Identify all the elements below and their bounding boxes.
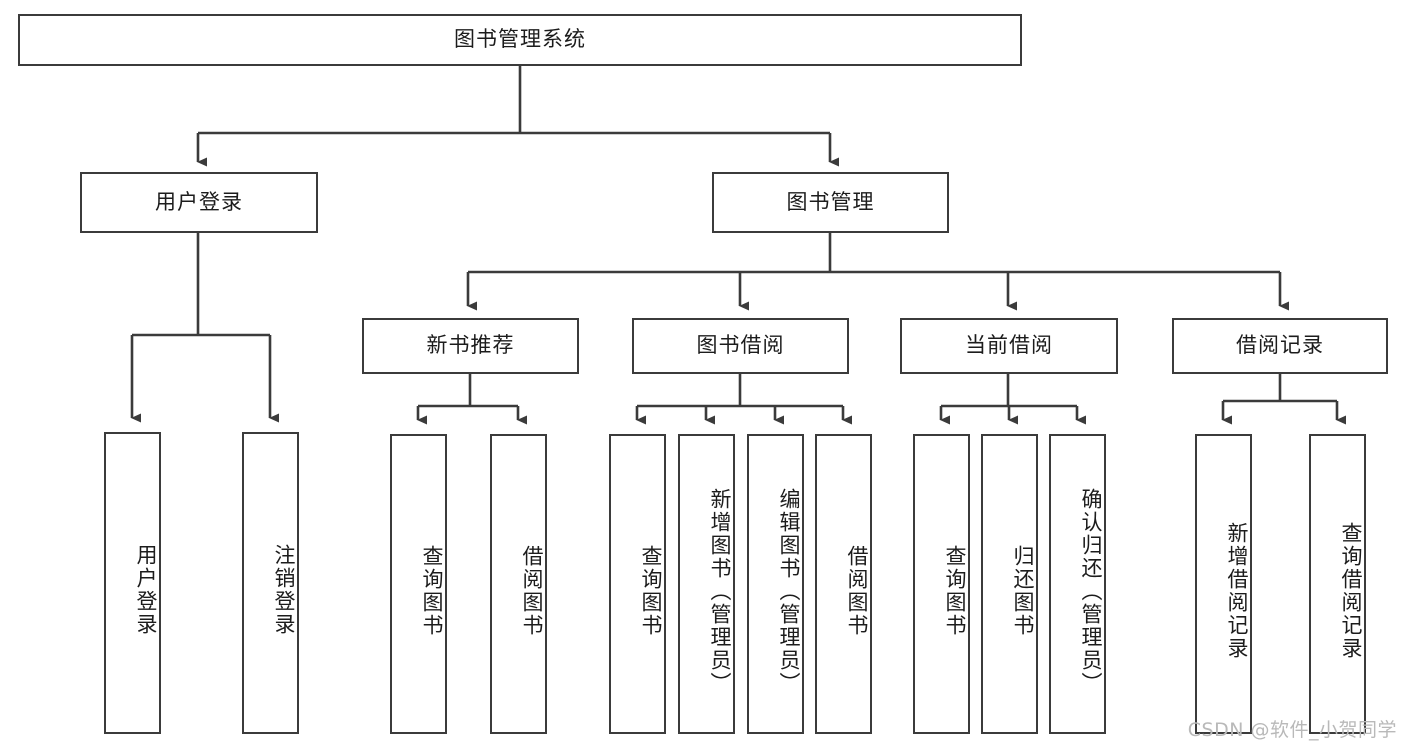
- node-label: 当前借阅: [965, 333, 1053, 358]
- node-current-borrow[interactable]: 当前借阅: [900, 318, 1118, 374]
- node-leaf-confirm-return-admin[interactable]: 确认归还（管理员）: [1049, 434, 1106, 734]
- node-leaf-return-book[interactable]: 归还图书: [981, 434, 1038, 734]
- node-book-management[interactable]: 图书管理: [712, 172, 949, 233]
- node-leaf-borrow-book-recommend[interactable]: 借阅图书: [490, 434, 547, 734]
- node-label: 图书管理: [786, 189, 875, 214]
- node-label: 确认归还（管理员）: [1079, 487, 1103, 695]
- node-book-borrow[interactable]: 图书借阅: [632, 318, 849, 374]
- node-label: 用户登录: [134, 544, 158, 636]
- node-label: 注销登录: [272, 544, 296, 636]
- node-label: 图书管理系统: [454, 27, 586, 52]
- node-leaf-user-login[interactable]: 用户登录: [104, 432, 161, 734]
- node-label: 借阅图书: [520, 545, 544, 637]
- node-leaf-borrow-book[interactable]: 借阅图书: [815, 434, 872, 734]
- node-label: 查询图书: [420, 545, 444, 637]
- node-root-book-management-system[interactable]: 图书管理系统: [18, 14, 1022, 66]
- node-leaf-add-borrow-record[interactable]: 新增借阅记录: [1195, 434, 1252, 734]
- node-leaf-logout-login[interactable]: 注销登录: [242, 432, 299, 734]
- node-leaf-query-book-current[interactable]: 查询图书: [913, 434, 970, 734]
- node-label: 编辑图书（管理员）: [777, 487, 801, 695]
- node-label: 查询借阅记录: [1339, 522, 1363, 660]
- node-user-login[interactable]: 用户登录: [80, 172, 318, 233]
- node-borrow-record[interactable]: 借阅记录: [1172, 318, 1388, 374]
- node-label: 借阅记录: [1236, 333, 1324, 358]
- node-new-book-recommend[interactable]: 新书推荐: [362, 318, 579, 374]
- node-label: 查询图书: [943, 545, 967, 637]
- node-leaf-query-book-recommend[interactable]: 查询图书: [390, 434, 447, 734]
- node-label: 图书借阅: [696, 333, 785, 358]
- node-leaf-edit-book-admin[interactable]: 编辑图书（管理员）: [747, 434, 804, 734]
- node-label: 新增图书（管理员）: [708, 487, 732, 695]
- node-leaf-query-borrow-record[interactable]: 查询借阅记录: [1309, 434, 1366, 734]
- node-label: 新增借阅记录: [1225, 522, 1249, 660]
- node-label: 借阅图书: [845, 545, 869, 637]
- node-leaf-add-book-admin[interactable]: 新增图书（管理员）: [678, 434, 735, 734]
- node-label: 查询图书: [639, 545, 663, 637]
- node-label: 用户登录: [155, 189, 243, 214]
- node-leaf-query-book-borrow[interactable]: 查询图书: [609, 434, 666, 734]
- watermark-text: CSDN @软件_小贺同学: [1187, 719, 1397, 741]
- node-label: 新书推荐: [426, 333, 515, 358]
- node-label: 归还图书: [1011, 545, 1035, 637]
